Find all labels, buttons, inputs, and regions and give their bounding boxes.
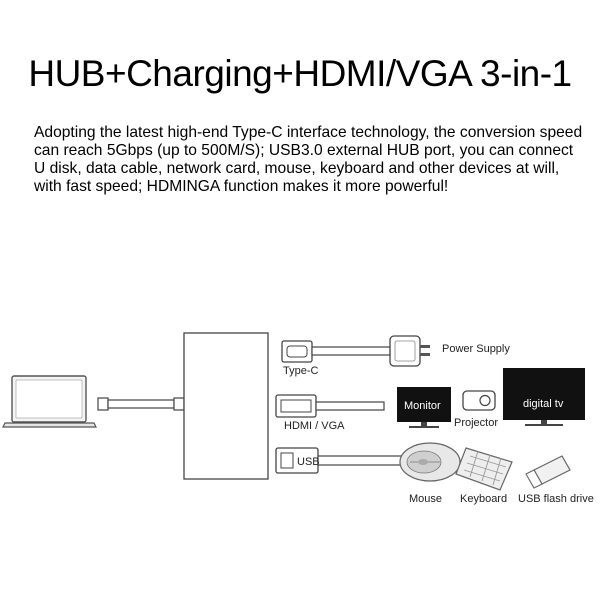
hub-adapter-body (183, 332, 269, 480)
monitor-label: Monitor (404, 400, 441, 412)
page-title: HUB+Charging+HDMI/VGA 3-in-1 (28, 53, 572, 94)
hdmi-vga-port (275, 394, 385, 418)
projector-icon (462, 390, 496, 411)
usb-label: USB (297, 456, 320, 468)
power-supply-label: Power Supply (442, 343, 510, 355)
mouse-label: Mouse (409, 493, 442, 505)
hdmi-vga-label: HDMI / VGA (284, 420, 345, 432)
monitor-icon (397, 387, 451, 428)
type-c-port (281, 340, 391, 363)
type-c-cable (97, 397, 185, 411)
product-description: Adopting the latest high-end Type-C inte… (34, 124, 583, 195)
keyboard-icon (455, 447, 513, 491)
mouse-icon (399, 442, 461, 482)
usb-port (275, 447, 403, 474)
projector-label: Projector (454, 417, 498, 429)
type-c-label: Type-C (283, 365, 319, 377)
usb-flash-drive-label: USB flash drive (518, 493, 594, 505)
usb-flash-drive-icon (525, 455, 571, 489)
digital-tv-label: digital tv (523, 398, 564, 410)
power-adapter-icon (389, 335, 430, 367)
tv-icon (503, 368, 585, 426)
keyboard-label: Keyboard (460, 493, 507, 505)
laptop-icon (2, 375, 97, 428)
